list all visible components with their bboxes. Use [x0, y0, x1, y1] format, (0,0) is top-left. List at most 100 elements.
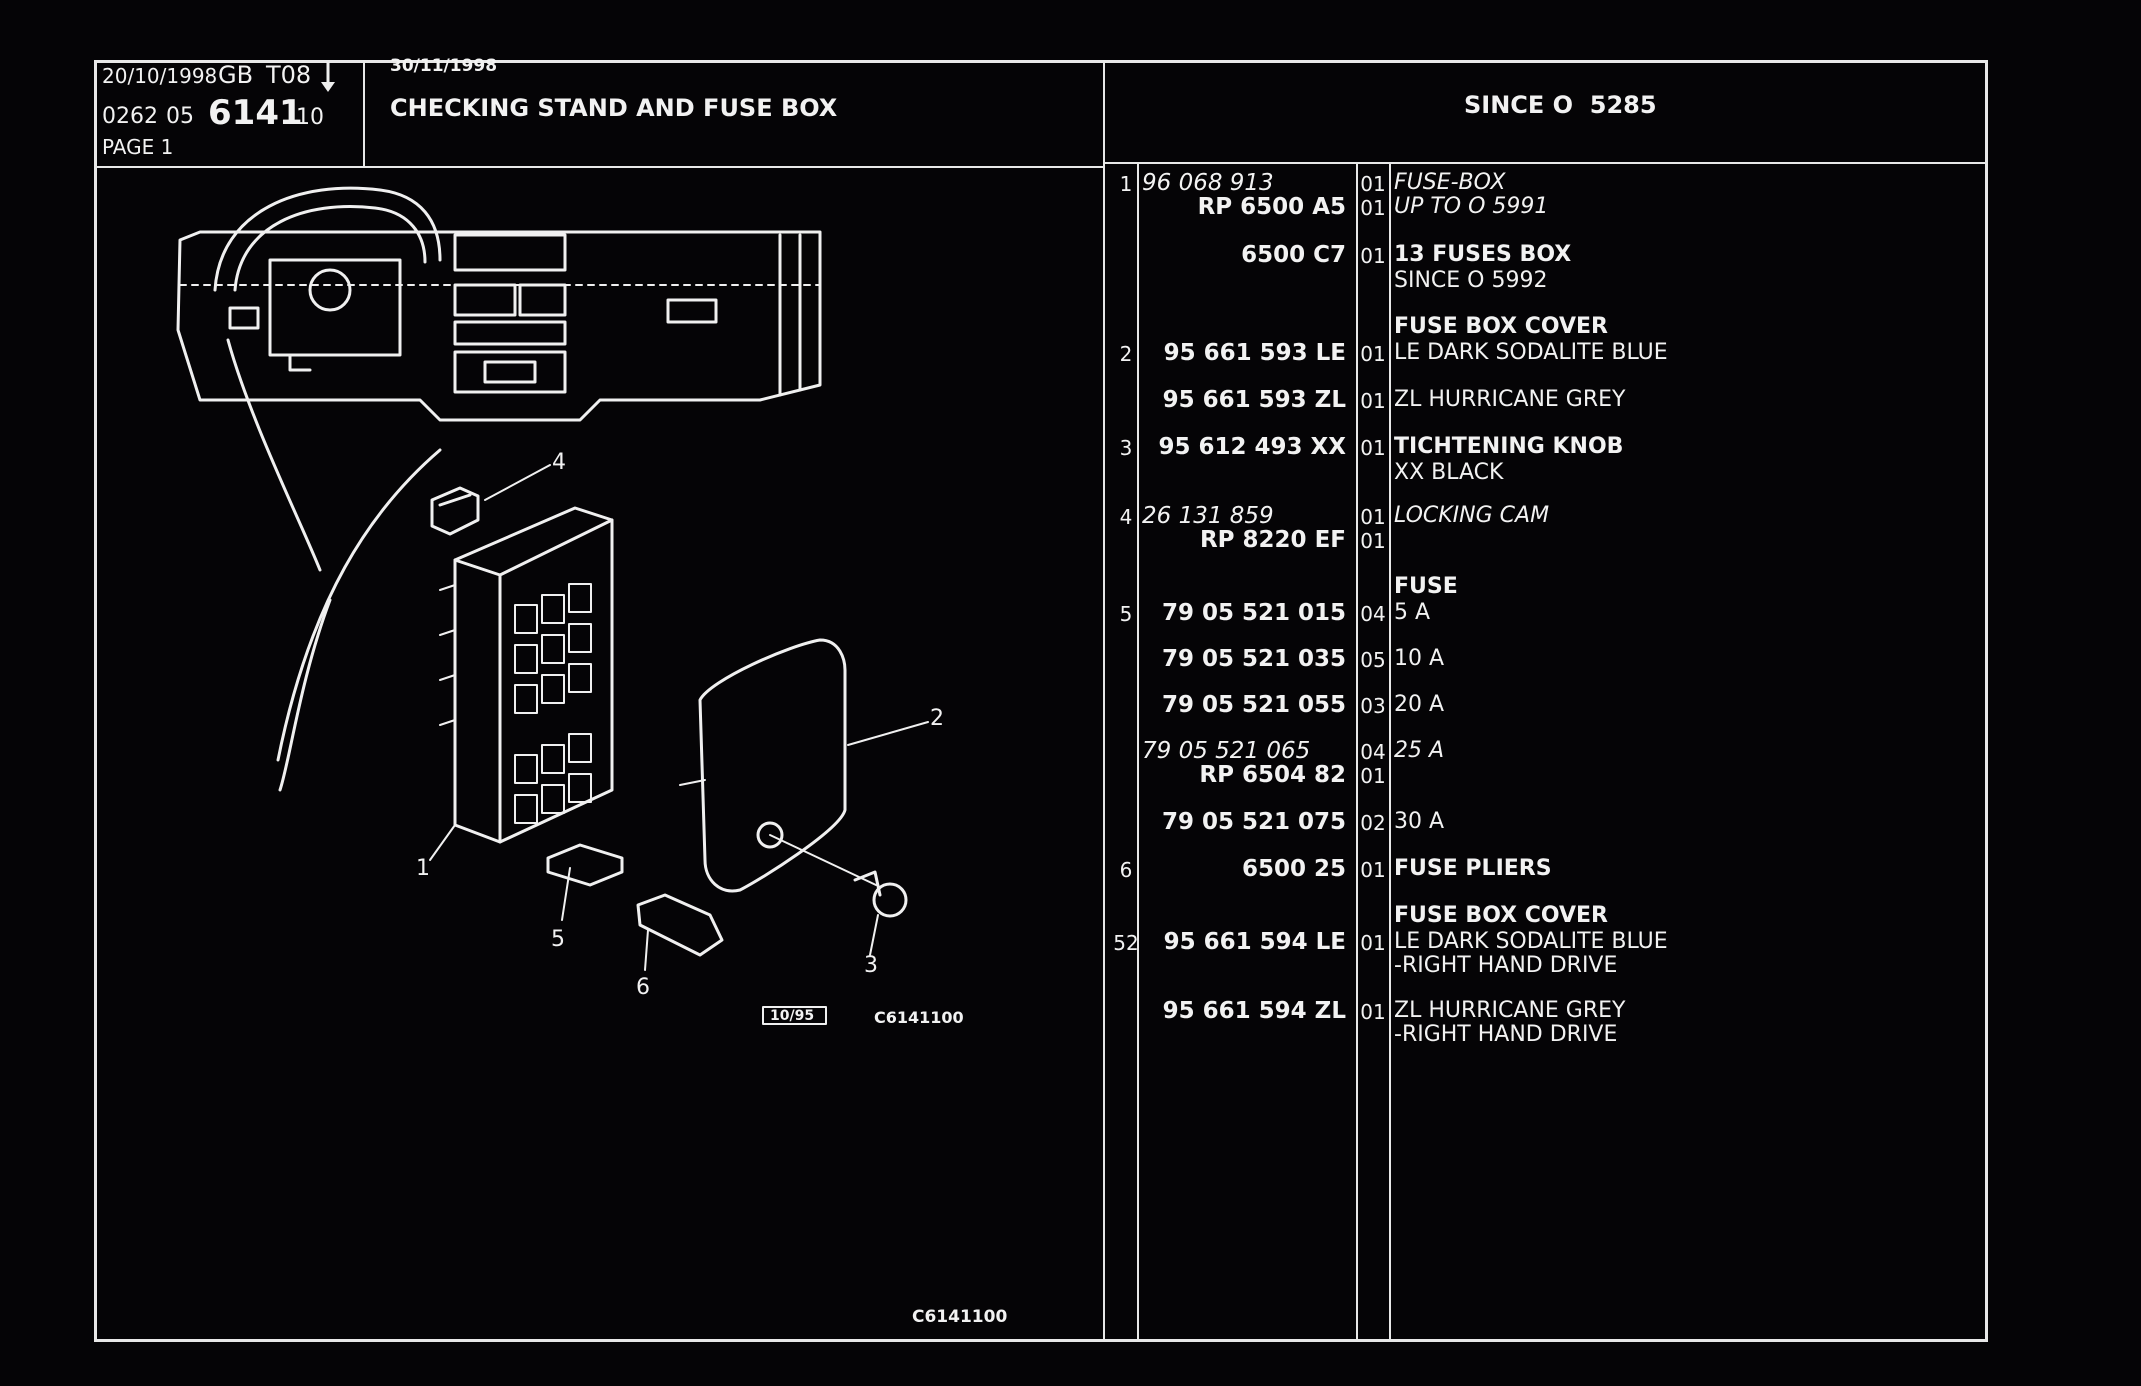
since-serial: SINCE O 5285	[1464, 91, 1657, 119]
part-ref: 79 05 521 035	[1161, 646, 1346, 672]
group-heading: FUSE BOX COVER	[1394, 314, 1608, 339]
quantity: 01	[1360, 858, 1386, 882]
part-ref: 79 05 521 075	[1161, 809, 1346, 835]
part-description: FUSE PLIERS	[1394, 856, 1552, 881]
sheet-code: C6141100	[912, 1307, 1008, 1327]
qty-col-line-a	[1356, 162, 1358, 1342]
part-ref: 96 068 913	[1142, 170, 1274, 196]
part-ref: 95 661 594 ZL	[1162, 998, 1346, 1024]
part-description: ZL HURRICANE GREY	[1394, 998, 1626, 1023]
item-number: 5	[1119, 602, 1133, 626]
part-ref: 95 661 593 ZL	[1162, 387, 1346, 413]
wiring-loom-drawing	[226, 338, 442, 792]
figure-table-split	[1103, 60, 1105, 1342]
item-number: 6	[1119, 858, 1133, 882]
quantity: 05	[1360, 648, 1386, 672]
quantity: 04	[1360, 740, 1386, 764]
page-number: PAGE 1	[102, 135, 174, 159]
group-heading: FUSE	[1394, 574, 1458, 599]
item-number: 4	[1119, 505, 1133, 529]
part-note: SINCE O 5992	[1394, 268, 1548, 293]
part-note: -RIGHT HAND DRIVE	[1394, 953, 1618, 978]
item-number: 52	[1113, 931, 1139, 955]
quantity: 01	[1360, 436, 1386, 460]
figure-code: C6141100	[874, 1008, 964, 1027]
part-note: XX BLACK	[1394, 460, 1504, 485]
group-heading: FUSE BOX COVER	[1394, 903, 1608, 928]
item-number: 3	[1119, 436, 1133, 460]
part-ref: 95 661 594 LE	[1163, 929, 1346, 955]
alt-ref: RP 6500 A5	[1197, 194, 1346, 220]
dashboard-drawing	[176, 186, 822, 422]
cover-drawing	[698, 638, 847, 893]
part-description: TICHTENING KNOB	[1394, 434, 1624, 459]
fuse-part-drawing	[546, 843, 624, 887]
part-note: UP TO O 5991	[1394, 194, 1549, 219]
part-ref: 95 661 593 LE	[1163, 340, 1346, 366]
date-updated: 30/11/1998	[390, 56, 498, 76]
alt-quantity: 01	[1360, 764, 1386, 788]
alt-ref: RP 6504 82	[1199, 762, 1346, 788]
header-split	[363, 60, 365, 168]
vehicle-code: T08	[266, 61, 312, 89]
part-description: LE DARK SODALITE BLUE	[1394, 340, 1668, 365]
part-ref: 79 05 521 015	[1161, 600, 1346, 626]
quantity: 04	[1360, 602, 1386, 626]
part-description: LOCKING CAM	[1394, 503, 1550, 528]
part-description: 13 FUSES BOX	[1394, 242, 1572, 267]
quantity: 01	[1360, 1000, 1386, 1024]
ref-mid: 05	[166, 104, 194, 129]
part-description: LE DARK SODALITE BLUE	[1394, 929, 1668, 954]
language-code: GB	[218, 61, 254, 89]
callout-5: 5	[551, 927, 565, 952]
callout-1: 1	[416, 856, 430, 881]
part-description: 30 A	[1394, 809, 1445, 834]
num-col-line	[1137, 162, 1139, 1342]
fuse-box-drawing	[439, 506, 614, 844]
part-description: 10 A	[1394, 646, 1445, 671]
part-description: 20 A	[1394, 692, 1445, 717]
item-number: 1	[1119, 172, 1133, 196]
callout-4: 4	[552, 450, 566, 475]
quantity: 01	[1360, 505, 1386, 529]
quantity: 03	[1360, 694, 1386, 718]
parts-sheet	[94, 60, 1988, 1342]
part-note: -RIGHT HAND DRIVE	[1394, 1022, 1618, 1047]
date-issued: 20/10/1998	[102, 64, 218, 88]
alt-quantity: 01	[1360, 529, 1386, 553]
part-ref: 79 05 521 055	[1161, 692, 1346, 718]
fuse-pliers-drawing	[636, 893, 724, 957]
part-description: 25 A	[1394, 738, 1445, 763]
callout-2: 2	[930, 706, 944, 731]
ref-suffix: 10	[296, 105, 324, 130]
stamp-box	[762, 1006, 827, 1025]
quantity: 01	[1360, 389, 1386, 413]
part-ref: 95 612 493 XX	[1158, 434, 1346, 460]
quantity: 01	[1360, 931, 1386, 955]
header-divider	[97, 166, 1104, 168]
quantity: 01	[1360, 172, 1386, 196]
quantity: 01	[1360, 244, 1386, 268]
part-ref: 26 131 859	[1142, 503, 1274, 529]
callout-leaders	[429, 464, 929, 971]
part-ref: 79 05 521 065	[1142, 738, 1311, 764]
part-ref: 6500 C7	[1241, 242, 1346, 268]
callout-3: 3	[864, 953, 878, 978]
part-description: ZL HURRICANE GREY	[1394, 387, 1626, 412]
item-number: 2	[1119, 342, 1133, 366]
figure-stamp: 10/95	[770, 1008, 815, 1024]
part-description: 5 A	[1394, 600, 1431, 625]
alt-quantity: 01	[1360, 196, 1386, 220]
alt-ref: RP 8220 EF	[1199, 527, 1346, 553]
callout-6: 6	[636, 975, 650, 1000]
part-ref: 6500 25	[1241, 856, 1346, 882]
part-description: FUSE-BOX	[1394, 170, 1506, 195]
locking-cam-drawing	[430, 486, 480, 536]
quantity: 01	[1360, 342, 1386, 366]
page-title: CHECKING STAND AND FUSE BOX	[390, 94, 838, 122]
ref-main: 6141	[208, 93, 303, 133]
quantity: 02	[1360, 811, 1386, 835]
ref-prefix: 0262	[102, 104, 158, 129]
qty-col-line-b	[1389, 162, 1391, 1342]
